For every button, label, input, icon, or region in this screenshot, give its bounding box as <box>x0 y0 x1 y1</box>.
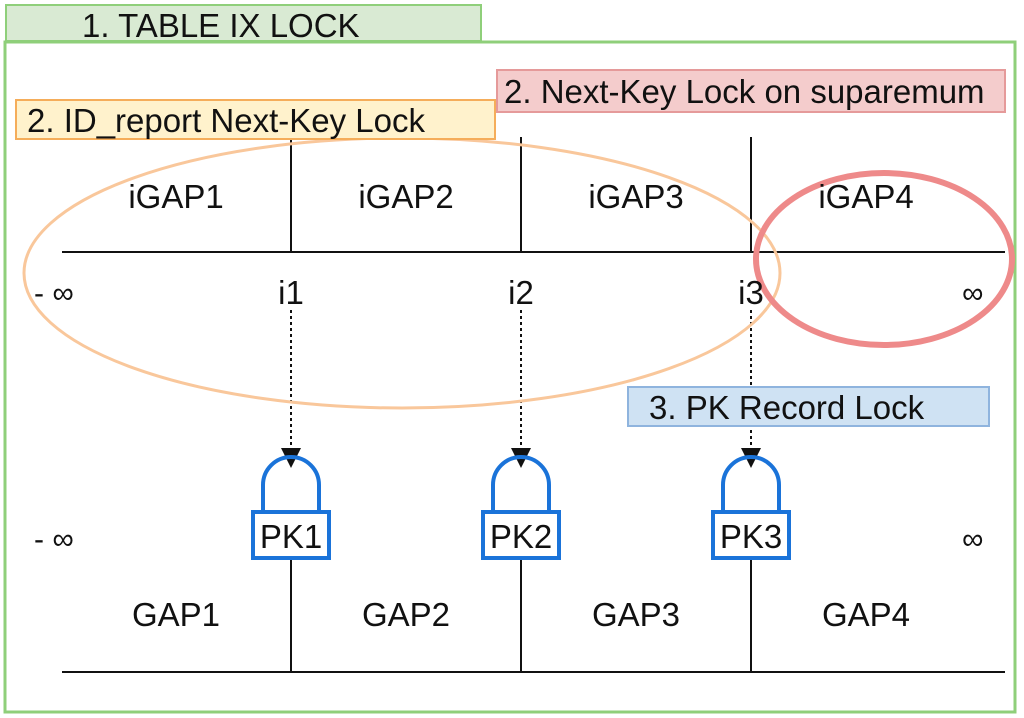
table-frame <box>3 40 1017 714</box>
lock-body-1 <box>251 510 331 560</box>
index-record-label: i3 <box>738 274 764 311</box>
pk-neg-infinity: - ∞ <box>34 523 74 556</box>
pk-record-label: PK1 <box>259 518 323 555</box>
table-ix-lock-label: 1. TABLE IX LOCK <box>5 4 482 42</box>
pk-pos-infinity: ∞ <box>962 523 984 556</box>
supremum-lock-circle <box>753 170 1015 348</box>
lock-body-2 <box>481 510 561 560</box>
lock-shackle-1 <box>261 455 321 512</box>
lock-body-3 <box>711 510 791 560</box>
index-record-label: i2 <box>508 274 534 311</box>
supremum-next-key-lock-label: 2. Next-Key Lock on suparemum <box>496 69 1006 113</box>
lock-shackle-3 <box>721 455 781 512</box>
index-record-label: i1 <box>278 274 304 311</box>
index-gap-label: iGAP1 <box>128 178 224 215</box>
index-gap-label: iGAP3 <box>588 178 684 215</box>
lock-shackle-2 <box>491 455 551 512</box>
pk-gap-label: GAP4 <box>821 596 911 633</box>
index-pos-infinity: ∞ <box>962 277 984 310</box>
index-neg-infinity: - ∞ <box>34 277 74 310</box>
index-gap-label: iGAP2 <box>358 178 454 215</box>
idreport-next-key-lock-label: 2. ID_report Next-Key Lock <box>15 99 496 140</box>
pk-gap-label: GAP3 <box>591 596 681 633</box>
pk-gap-label: GAP1 <box>131 596 221 633</box>
pk-record-label: PK2 <box>489 518 553 555</box>
pk-gap-label: GAP2 <box>361 596 451 633</box>
pk-record-label: PK3 <box>719 518 783 555</box>
index-gap-label: iGAP4 <box>818 178 914 215</box>
pk-record-lock-label: 3. PK Record Lock <box>627 386 990 427</box>
